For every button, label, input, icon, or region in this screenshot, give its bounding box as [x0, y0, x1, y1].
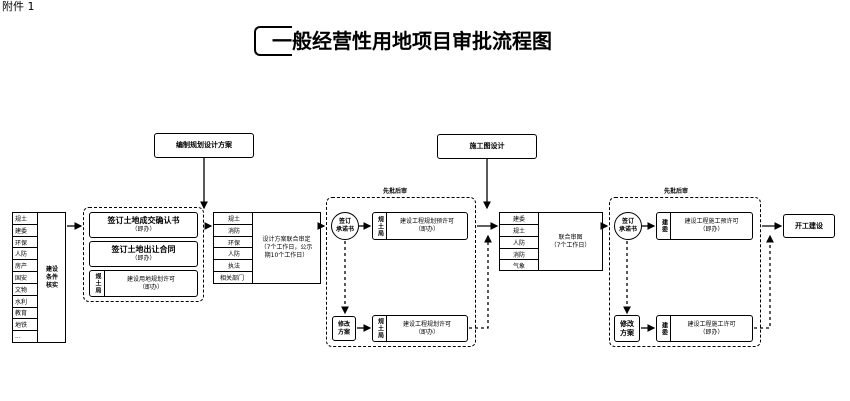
land-group-frame — [83, 207, 204, 302]
land-confirm-box: 签订土地成交确认书 （即办） — [89, 212, 198, 238]
section-label-first: 先批后审 — [383, 188, 408, 195]
conditions-side-label: 建设 条件 核实 — [45, 265, 58, 289]
condition-item: 文物 — [13, 284, 37, 296]
dept-item: 人防 — [500, 237, 538, 249]
dept-label: 规土局 — [373, 213, 387, 239]
group-three-frame — [609, 197, 761, 347]
dept-label: 建委 — [657, 213, 671, 239]
land-contract-box: 签订土地出让合同 （即办） — [89, 241, 198, 267]
condition-item: 人防 — [13, 248, 37, 261]
start-construction-box: 开工建设 — [783, 214, 835, 238]
dept-label: 建委 — [657, 316, 671, 341]
dept-item: 规土 — [214, 213, 252, 225]
planning-permit-box: 规土局 建设工程规划许可 （即办） — [372, 315, 468, 342]
construction-design-box: 施工图设计 — [437, 134, 537, 159]
scheme-review-text: 设计方案联合审定 （7个工作日，公示 期10个工作日） — [260, 236, 313, 259]
title-first-char: 一 — [254, 26, 292, 56]
title-text: 般经营性用地项目审批流程图 — [292, 29, 552, 53]
modify-scheme-box: 修改 方案 — [614, 315, 640, 342]
page-title: 一 般经营性用地项目审批流程图 — [254, 26, 552, 56]
condition-item: 国安 — [13, 272, 37, 284]
conditions-list: 规土 建委 环保 人防 房产 国安 文物 水利 教育 地铁 ... — [13, 213, 38, 342]
condition-item: 教育 — [13, 308, 37, 320]
dept-label: 规土局 — [90, 271, 105, 296]
construction-pre-permit-box: 建委 建设工程施工预许可 （即办） — [656, 212, 753, 240]
modify-scheme-box: 修改 方案 — [332, 316, 356, 341]
condition-item: 建委 — [13, 225, 37, 237]
construction-permit-box: 建委 建设工程施工许可 （即办） — [656, 315, 753, 342]
joint-review-box: 建委 规土 人防 消防 气象 联合审图 （7个工作日） — [499, 212, 603, 271]
attachment-label: 附件 1 — [2, 0, 35, 13]
dept-item: 消防 — [214, 225, 252, 237]
planning-design-box: 编制规划设计方案 — [154, 133, 254, 158]
planning-pre-permit-box: 规土局 建设工程规划预许可 （即办） — [372, 212, 468, 240]
scheme-review-box: 规土 消防 环保 人防 执法 相关部门 设计方案联合审定 （7个工作日，公示 期… — [213, 212, 321, 284]
joint-dept-list: 建委 规土 人防 消防 气象 — [500, 213, 539, 270]
commit-circle: 签订 承诺书 — [331, 212, 359, 240]
conditions-table: 规土 建委 环保 人防 房产 国安 文物 水利 教育 地铁 ... 建设 条件 … — [12, 212, 66, 343]
dept-item: 环保 — [214, 237, 252, 249]
dept-label: 规土局 — [373, 316, 387, 341]
condition-item: 房产 — [13, 260, 37, 273]
group-two-frame — [326, 197, 476, 347]
dashed-arrow — [754, 234, 774, 329]
dept-item: 建委 — [500, 213, 538, 225]
condition-item: 规土 — [13, 213, 37, 225]
dept-item: 执法 — [214, 260, 252, 273]
condition-item: ... — [15, 333, 21, 341]
dept-item: 气象 — [512, 262, 525, 270]
condition-item: 地铁 — [13, 319, 37, 332]
dept-item: 人防 — [214, 248, 252, 261]
dashed-arrow — [469, 234, 492, 329]
condition-item: 环保 — [13, 237, 37, 249]
dept-item: 相关部门 — [220, 275, 245, 283]
commit-circle: 签订 承诺书 — [614, 212, 642, 240]
section-label-second: 先批后审 — [664, 188, 689, 195]
joint-review-text: 联合审图 （7个工作日） — [550, 233, 591, 249]
dept-item: 消防 — [500, 249, 538, 260]
land-permit-box: 规土局 建设用地规划许可 （即办） — [89, 270, 198, 297]
dept-item: 规土 — [500, 225, 538, 237]
condition-item: 水利 — [13, 296, 37, 308]
scheme-dept-list: 规土 消防 环保 人防 执法 相关部门 — [214, 213, 253, 283]
